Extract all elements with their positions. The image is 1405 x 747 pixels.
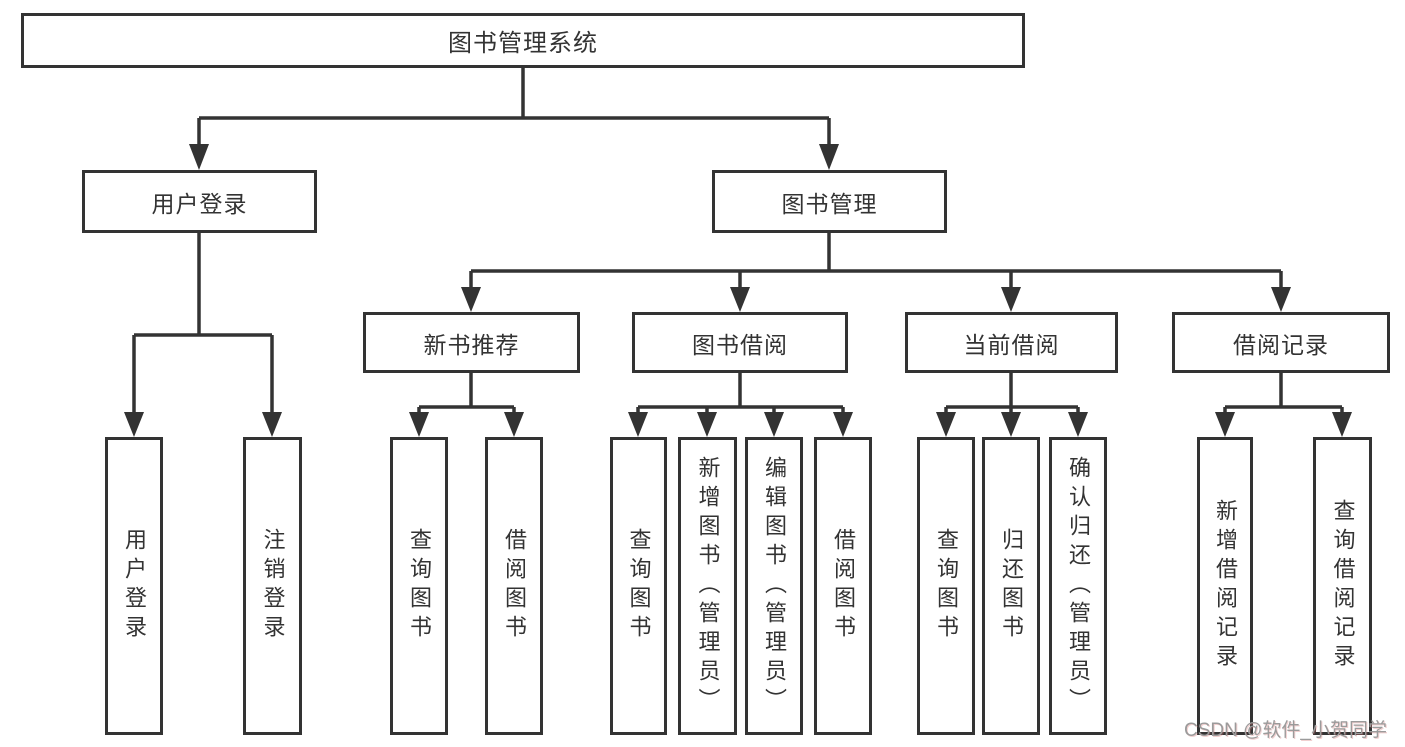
arrowhead-leaf-borrow-book-rec	[504, 412, 524, 437]
node-leaf-query-book-borrow: 查询图书	[610, 437, 667, 735]
node-leaf-edit-book-label: 编辑图书（管理员）	[762, 455, 787, 717]
node-leaf-query-borrow-record: 查询借阅记录	[1313, 437, 1372, 735]
node-book-mgmt: 图书管理	[712, 170, 947, 233]
node-new-book-rec-label: 新书推荐	[423, 331, 520, 358]
node-user-login: 用户登录	[82, 170, 317, 233]
arrowhead-leaf-user-login	[124, 412, 144, 437]
arrowhead-user-login	[189, 144, 209, 170]
node-user-login-label: 用户登录	[151, 190, 248, 217]
node-new-book-rec: 新书推荐	[363, 312, 580, 373]
arrowhead-book-borrow	[730, 287, 750, 312]
node-book-mgmt-label: 图书管理	[781, 190, 878, 217]
node-borrow-records: 借阅记录	[1172, 312, 1390, 373]
node-leaf-return-book-label: 归还图书	[999, 528, 1024, 644]
node-leaf-edit-book: 编辑图书（管理员）	[745, 437, 803, 735]
arrowhead-book-mgmt	[819, 144, 839, 170]
node-leaf-logout-label: 注销登录	[260, 528, 286, 644]
node-book-borrow-label: 图书借阅	[692, 331, 788, 358]
node-current-borrow: 当前借阅	[905, 312, 1118, 373]
arrowhead-leaf-return-book	[1001, 412, 1021, 437]
node-leaf-add-book: 新增图书（管理员）	[678, 437, 737, 735]
arrowhead-leaf-logout	[262, 412, 282, 437]
node-leaf-add-borrow-record: 新增借阅记录	[1197, 437, 1253, 735]
node-leaf-query-borrow-record-label: 查询借阅记录	[1330, 499, 1356, 673]
arrowhead-leaf-confirm-return	[1068, 412, 1088, 437]
node-leaf-add-book-label: 新增图书（管理员）	[695, 455, 721, 717]
node-leaf-borrow-book-rec: 借阅图书	[485, 437, 543, 735]
node-leaf-confirm-return: 确认归还（管理员）	[1049, 437, 1107, 735]
node-leaf-query-book-current-label: 查询图书	[934, 528, 959, 644]
node-leaf-confirm-return-label: 确认归还（管理员）	[1066, 455, 1091, 717]
node-leaf-user-login: 用户登录	[105, 437, 163, 735]
node-root: 图书管理系统	[21, 13, 1025, 68]
node-leaf-return-book: 归还图书	[982, 437, 1040, 735]
node-book-borrow: 图书借阅	[632, 312, 848, 373]
node-leaf-query-book-rec-label: 查询图书	[407, 528, 432, 644]
node-current-borrow-label: 当前借阅	[963, 331, 1060, 358]
node-leaf-query-book-rec: 查询图书	[390, 437, 448, 735]
node-leaf-query-book-borrow-label: 查询图书	[626, 528, 652, 644]
node-leaf-logout: 注销登录	[243, 437, 302, 735]
node-root-label: 图书管理系统	[448, 30, 598, 57]
arrowhead-leaf-query-book-rec	[409, 412, 429, 437]
arrowhead-leaf-query-borrow-record	[1332, 412, 1352, 437]
arrowhead-leaf-query-book-borrow	[628, 412, 648, 437]
node-leaf-query-book-current: 查询图书	[917, 437, 975, 735]
node-leaf-user-login-label: 用户登录	[122, 528, 147, 644]
arrowhead-current-borrow	[1001, 287, 1021, 312]
node-borrow-records-label: 借阅记录	[1233, 331, 1329, 358]
node-leaf-borrow-book-rec-label: 借阅图书	[502, 528, 527, 644]
arrowhead-leaf-edit-book	[764, 412, 784, 437]
node-leaf-add-borrow-record-label: 新增借阅记录	[1213, 499, 1238, 673]
node-leaf-borrow-book-borrow-label: 借阅图书	[831, 528, 856, 644]
arrowhead-leaf-borrow-book-borrow	[833, 412, 853, 437]
node-leaf-borrow-book-borrow: 借阅图书	[814, 437, 872, 735]
csdn-watermark: CSDN @软件_小贺同学	[1184, 720, 1387, 741]
arrowhead-leaf-query-book-current	[936, 412, 956, 437]
arrowhead-leaf-add-book	[697, 412, 717, 437]
arrowhead-borrow-records	[1271, 287, 1291, 312]
arrowhead-leaf-add-borrow-record	[1215, 412, 1235, 437]
arrowhead-new-book-rec	[461, 287, 481, 312]
